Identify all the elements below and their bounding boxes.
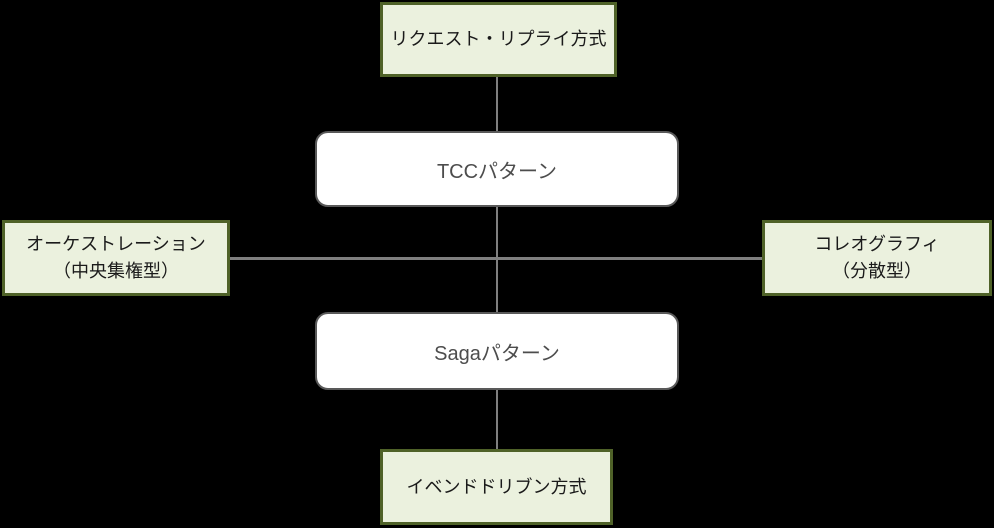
axis-box-choreography: コレオグラフィ （分散型） <box>762 220 992 296</box>
axis-label-orchestration-line2: （中央集権型） <box>53 261 179 281</box>
pattern-box-saga: Sagaパターン <box>315 312 679 390</box>
axis-box-orchestration: オーケストレーション （中央集権型） <box>2 220 230 296</box>
axis-label-event-driven: イベンドドリブン方式 <box>406 476 587 497</box>
axis-label-orchestration-line1: オーケストレーション <box>26 234 206 254</box>
pattern-label-saga: Sagaパターン <box>434 342 560 365</box>
pattern-label-tcc: TCCパターン <box>436 160 558 183</box>
axis-label-request-reply: リクエスト・リプライ方式 <box>390 29 607 49</box>
axis-box-request-reply: リクエスト・リプライ方式 <box>380 2 617 77</box>
axis-box-event-driven: イベンドドリブン方式 <box>380 449 613 525</box>
axis-label-choreography-line2: （分散型） <box>832 261 922 281</box>
vertical-axis-line <box>496 77 498 449</box>
horizontal-axis-line <box>230 257 762 260</box>
axis-label-choreography-line1: コレオグラフィ <box>814 234 940 254</box>
pattern-box-tcc: TCCパターン <box>315 131 679 207</box>
